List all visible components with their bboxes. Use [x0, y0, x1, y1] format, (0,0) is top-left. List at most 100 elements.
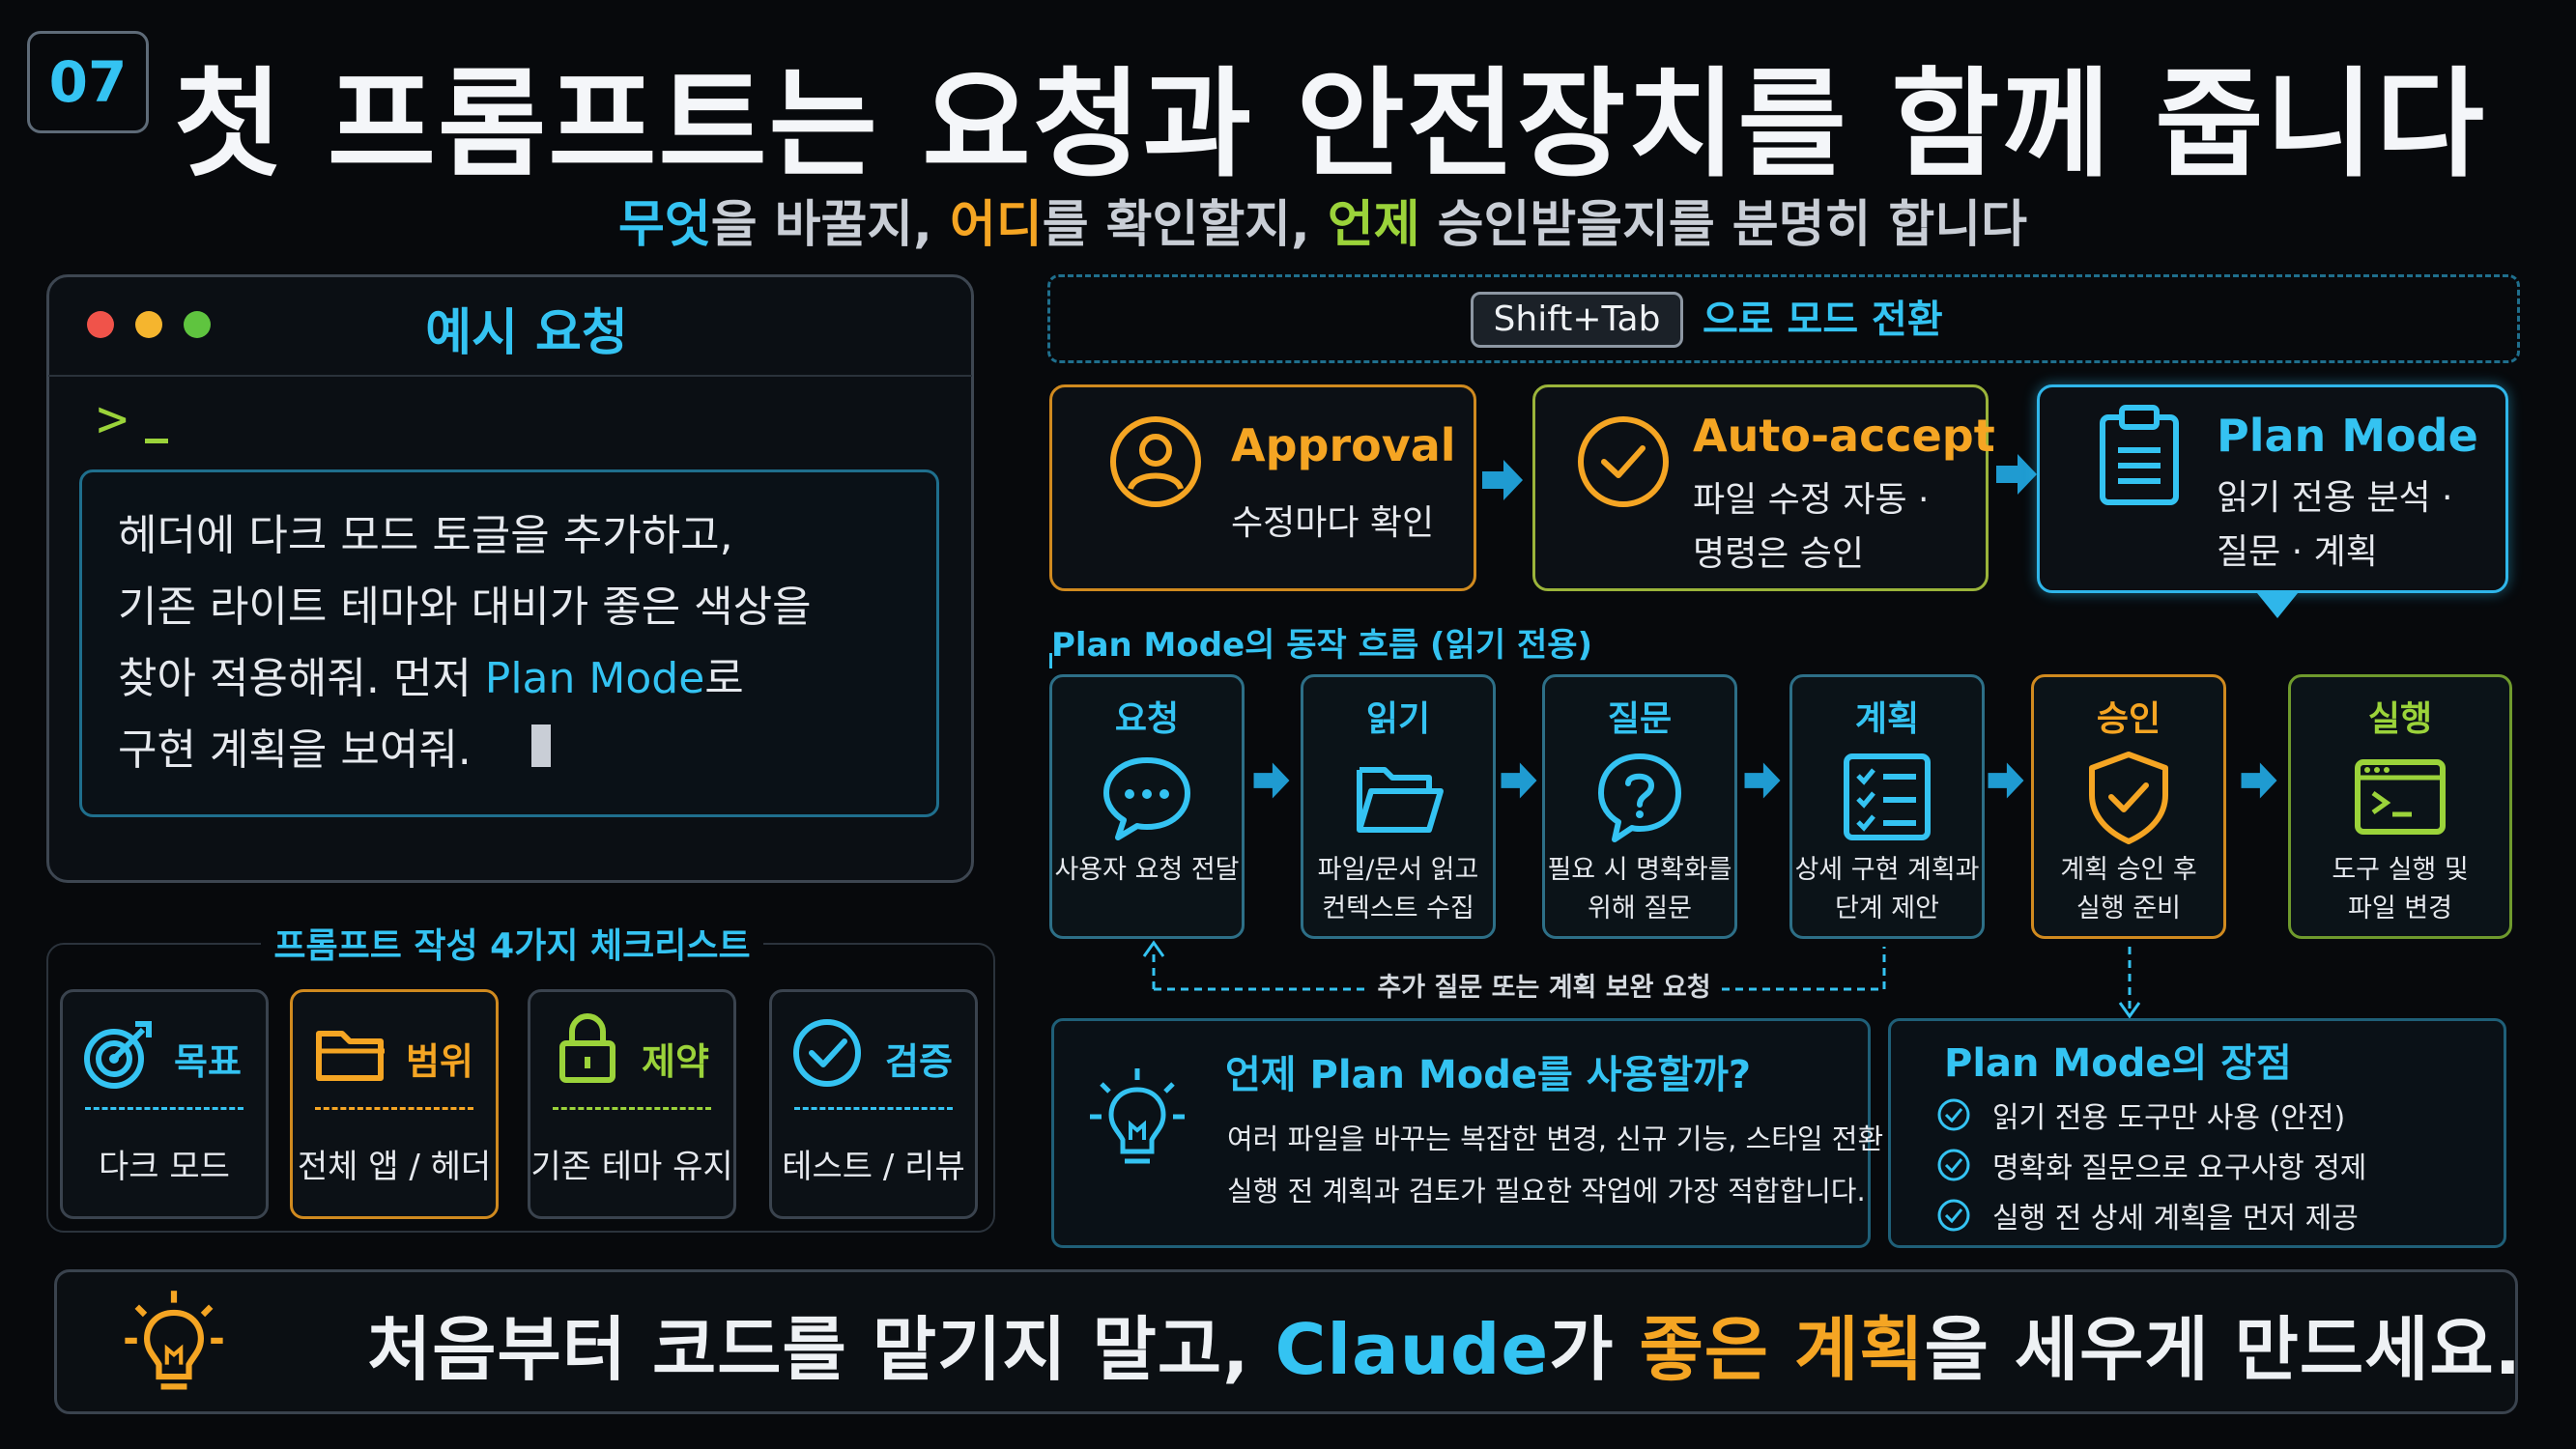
- checklist-label: 목표: [174, 1040, 242, 1083]
- window-minimize-dot: [135, 311, 162, 338]
- step-desc-line: 실행 준비: [2076, 894, 2181, 923]
- page-subtitle: 무엇을 바꿀지, 어디를 확인할지, 언제 승인받을지를 분명히 합니다: [0, 184, 2027, 254]
- check-circle-icon: [1578, 416, 1669, 507]
- flow-label: Plan Mode의 동작 흐름 (읽기 전용): [1051, 626, 1593, 665]
- loop-label-backdrop: [1370, 964, 1718, 1007]
- mode-switch-label: 으로 모드 전환: [1703, 298, 1943, 342]
- checklist-label: 제약: [642, 1040, 709, 1083]
- step-description: 사용자 요청 전달: [1052, 851, 1242, 890]
- banner-text: 을 세우게 만드세요.: [1924, 1309, 2522, 1390]
- mode-description: 파일 수정 자동 ·: [1693, 480, 1930, 520]
- clipboard-icon: [2100, 405, 2179, 505]
- feedback-loop-label: 추가 질문 또는 계획 보완 요청: [1377, 973, 1711, 1003]
- step-title: 질문: [1607, 699, 1673, 739]
- mode-description: 읽기 전용 분석 ·: [2217, 478, 2453, 518]
- step-title: 실행: [2367, 699, 2433, 739]
- step-desc-line: 필요 시 명확화를: [1547, 855, 1732, 885]
- terminal-window-icon: [2355, 759, 2446, 835]
- checklist-title: 프롬프트 작성 4가지 체크리스트: [273, 926, 751, 966]
- step-desc-line: 단계 제안: [1835, 894, 1939, 923]
- benefits-panel: [1888, 1018, 2506, 1248]
- step-title: 승인: [2096, 699, 2161, 739]
- subtitle-text: 을 바꿀지,: [710, 196, 951, 254]
- folder-icon: [316, 1031, 385, 1081]
- step-desc-line: 파일 변경: [2348, 894, 2452, 923]
- key-takeaway-text: 처음부터 코드를 맡기지 말고, Claude가 좋은 계획을 세우게 만드세요…: [367, 1293, 2522, 1394]
- question-icon: [1598, 753, 1681, 842]
- arrow-right-icon: [1996, 454, 2037, 495]
- check-circle-icon: [1937, 1199, 1970, 1232]
- check-circle-icon: [793, 1019, 861, 1087]
- page-title: 첫 프롬프트는 요청과 안전장치를 함께 줍니다: [174, 56, 2486, 193]
- benefit-text: 읽기 전용 도구만 사용 (안전): [1992, 1101, 2346, 1135]
- mode-title: Approval: [1231, 419, 1456, 471]
- shift-tab-key[interactable]: Shift+Tab: [1471, 292, 1683, 348]
- benefit-item: 명확화 질문으로 요구사항 정제: [1936, 1144, 2366, 1186]
- step-desc-line: 사용자 요청 전달: [1054, 855, 1240, 885]
- request-text-box[interactable]: [79, 469, 939, 817]
- card-divider: [315, 1107, 473, 1110]
- step-desc-line: 위해 질문: [1588, 894, 1692, 923]
- benefit-item: 읽기 전용 도구만 사용 (안전): [1936, 1094, 2345, 1136]
- arrow-right-icon: [1501, 762, 1537, 799]
- banner-text: 처음부터 코드를 맡기지 말고,: [367, 1309, 1275, 1390]
- arrow-right-icon: [1988, 762, 2024, 799]
- checklist-label: 범위: [406, 1040, 473, 1083]
- mode-title: Plan Mode: [2217, 410, 2478, 462]
- flow-label-tick: [1049, 653, 1052, 668]
- checklist-value: 전체 앱 / 헤더: [297, 1148, 492, 1186]
- subtitle-what: 무엇: [618, 196, 711, 254]
- benefit-text: 명확화 질문으로 요구사항 정제: [1992, 1151, 2367, 1185]
- subtitle-text: 승인받을지를 분명히 합니다: [1419, 196, 2027, 254]
- mode-description: 질문 · 계획: [2217, 532, 2378, 572]
- banner-text: 가: [1549, 1309, 1640, 1390]
- arrow-right-icon: [2241, 762, 2277, 799]
- checklist-card-verification: [769, 989, 978, 1219]
- step-desc-line: 계획 승인 후: [2060, 855, 2197, 885]
- step-desc-line: 컨텍스트 수집: [1322, 894, 1474, 923]
- mode-description: 수정마다 확인: [1231, 503, 1435, 543]
- terminal-prompt: >: [97, 388, 129, 449]
- step-title: 읽기: [1365, 699, 1431, 739]
- mode-title: Auto-accept: [1693, 410, 1995, 462]
- key-takeaway-banner: [54, 1269, 2518, 1414]
- checklist-value: 기존 테마 유지: [530, 1148, 733, 1186]
- arrow-right-icon: [1253, 762, 1290, 799]
- plan-mode-keyword: Plan Mode: [484, 654, 705, 703]
- slide-number-badge: 07: [27, 31, 149, 133]
- window-maximize-dot: [184, 311, 211, 338]
- step-title: 요청: [1114, 699, 1180, 739]
- checklist-card-constraint: [528, 989, 736, 1219]
- benefit-item: 실행 전 상세 계획을 먼저 제공: [1936, 1194, 2359, 1236]
- card-divider: [553, 1107, 711, 1110]
- request-line: 찾아 적용해줘. 먼저 Plan Mode로: [118, 643, 744, 705]
- lock-icon: [559, 1013, 615, 1083]
- target-icon: [84, 1021, 152, 1089]
- when-to-use-text: 여러 파일을 바꾸는 복잡한 변경, 신규 기능, 스타일 전환 등: [1227, 1122, 1919, 1155]
- checklist-card-goal: [60, 989, 269, 1219]
- prompt-cursor: [145, 439, 168, 443]
- when-to-use-text: 실행 전 계획과 검토가 필요한 작업에 가장 적합합니다.: [1227, 1175, 1866, 1208]
- mode-description: 명령은 승인: [1693, 534, 1865, 574]
- banner-good-plan: 좋은 계획: [1639, 1309, 1925, 1390]
- user-icon: [1110, 416, 1201, 507]
- request-line: 구현 계획을 보여줘.: [118, 725, 472, 775]
- arrow-right-icon: [1744, 762, 1781, 799]
- check-circle-icon: [1937, 1149, 1970, 1181]
- request-line: 헤더에 다크 모드 토글을 추가하고,: [118, 511, 733, 560]
- text-caret: [531, 724, 551, 767]
- open-folder-icon: [1357, 767, 1444, 833]
- flow-step-request: 요청 사용자 요청 전달: [1049, 674, 1245, 939]
- benefits-title: Plan Mode의 장점: [1944, 1041, 2292, 1086]
- step-desc-line: 파일/문서 읽고: [1317, 855, 1479, 885]
- shield-check-icon: [2089, 752, 2168, 844]
- checklist-icon: [1844, 753, 1931, 840]
